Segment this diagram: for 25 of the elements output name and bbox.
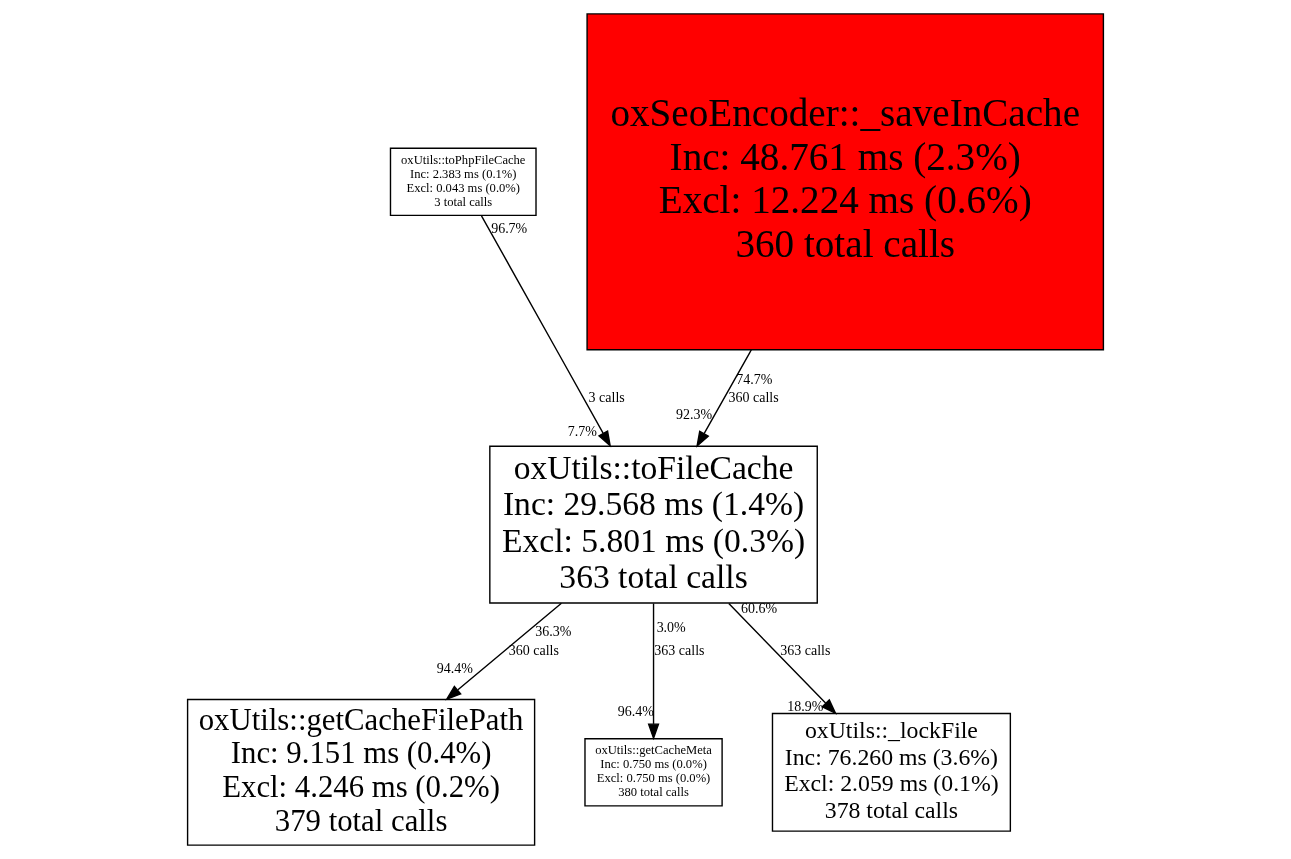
node-label: 3.0%	[656, 620, 686, 636]
node-box: oxUtils::toPhpFileCache Inc: 2.383 ms (0.1%) Excl: 0.043 ms (0.0%) 3 total calls	[389, 147, 537, 217]
arrow	[647, 602, 660, 741]
node-label: 96.7%	[491, 220, 528, 236]
node-label: 7.7%	[567, 423, 597, 439]
edge-label: 360 calls	[508, 642, 559, 658]
edge-label: 3 calls	[588, 389, 625, 405]
node-label: 18.9%	[787, 699, 824, 715]
arrow	[480, 215, 612, 448]
node-box: oxUtils::toFileCache Inc: 29.568 ms (1.4%) Excl: 5.801 ms (0.3%) 363 total calls	[489, 445, 818, 604]
node-box: oxUtils::_lockFile Inc: 76.260 ms (3.6%) Excl: 2.059 ms (0.1%) 378 total calls	[771, 712, 1012, 832]
node-label: 94.4%	[436, 660, 473, 676]
arrow	[696, 349, 753, 448]
arrow	[445, 602, 563, 701]
node-box: oxSeoEncoder::_saveInCache Inc: 48.761 ms (2.3%) Excl: 12.224 ms (0.6%) 360 total calls	[586, 13, 1105, 351]
edge-label: 363 calls	[780, 642, 831, 658]
node-label: 96.4%	[617, 704, 654, 720]
node-label: 92.3%	[676, 406, 713, 422]
node-box: oxUtils::getCacheFilePath Inc: 9.151 ms (0.4%) Excl: 4.246 ms (0.2%) 379 total calls	[186, 698, 536, 846]
node-label: 36.3%	[535, 624, 572, 640]
edge-label: 360 calls	[728, 389, 779, 405]
arrow	[728, 602, 837, 715]
edge-label: 363 calls	[654, 642, 705, 658]
node-label: 74.7%	[736, 371, 773, 387]
node-box: oxUtils::getCacheMeta Inc: 0.750 ms (0.0%) Excl: 0.750 ms (0.0%) 380 total calls	[584, 738, 723, 807]
